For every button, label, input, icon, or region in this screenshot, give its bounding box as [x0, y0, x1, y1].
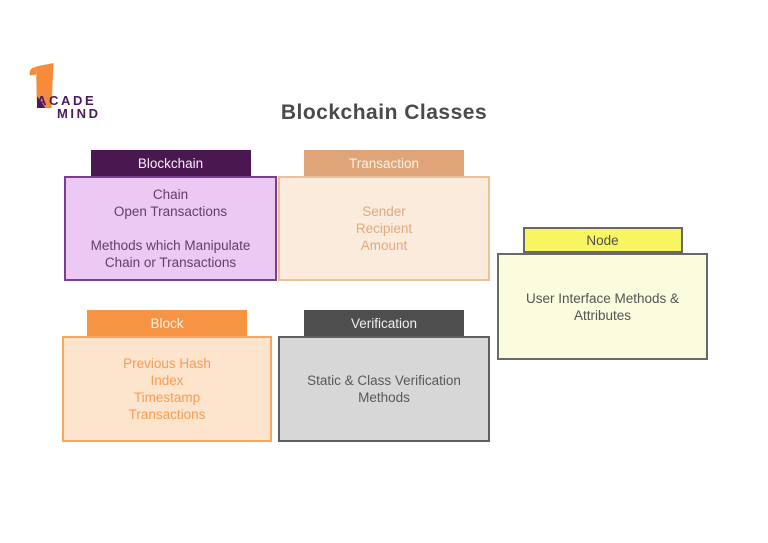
attribute-line: User Interface Methods & — [525, 290, 680, 306]
logo-text-acade: ACADE — [37, 93, 96, 108]
class-box-node-body: User Interface Methods & Attributes — [497, 253, 708, 360]
attribute-line: Attributes — [573, 307, 632, 323]
class-box-blockchain-body: Chain Open Transactions Methods which Ma… — [64, 176, 277, 281]
class-box-block: Block Previous Hash Index Timestamp Tran… — [62, 310, 272, 442]
attribute-line: Amount — [360, 238, 408, 253]
class-box-transaction-body: Sender Recipient Amount — [278, 176, 490, 281]
class-box-block-body: Previous Hash Index Timestamp Transactio… — [62, 336, 272, 442]
class-box-block-header: Block — [87, 310, 247, 336]
method-line: Static & Class Verification — [307, 373, 461, 388]
attribute-line: Transactions — [128, 407, 206, 422]
logo-text-mind: MIND — [57, 106, 101, 121]
class-box-transaction-header: Transaction — [304, 150, 464, 176]
attribute-line: Chain — [152, 187, 189, 202]
attribute-line: Timestamp — [133, 390, 201, 405]
academind-logo: ACADE MIND — [28, 60, 120, 124]
blockchain-methods: Methods which Manipulate Chain or Transa… — [66, 237, 275, 271]
attribute-line: Sender — [362, 204, 406, 219]
class-box-node-header: Node — [522, 227, 683, 253]
method-line: Methods which Manipulate — [90, 238, 251, 253]
class-box-node: Node User Interface Methods & Attributes — [497, 227, 708, 360]
class-box-transaction: Transaction Sender Recipient Amount — [278, 150, 490, 281]
method-line: Chain or Transactions — [104, 255, 237, 270]
ribbon-icon — [29, 63, 54, 108]
blockchain-attributes: Chain Open Transactions — [66, 186, 275, 220]
method-line: Methods — [358, 390, 410, 405]
page-title: Blockchain Classes — [280, 101, 488, 124]
attribute-line: Previous Hash — [123, 356, 211, 371]
class-box-blockchain: Blockchain Chain Open Transactions Metho… — [64, 150, 277, 281]
attribute-line: Open Transactions — [113, 204, 228, 219]
class-box-verification: Verification Static & Class Verification… — [278, 310, 490, 442]
class-box-verification-body: Static & Class Verification Methods — [278, 336, 490, 442]
class-box-blockchain-header: Blockchain — [90, 150, 251, 176]
attribute-line: Recipient — [355, 221, 413, 236]
academind-logo-graphic: ACADE MIND — [29, 63, 101, 121]
attribute-line: Index — [150, 373, 184, 388]
class-box-verification-header: Verification — [304, 310, 464, 336]
